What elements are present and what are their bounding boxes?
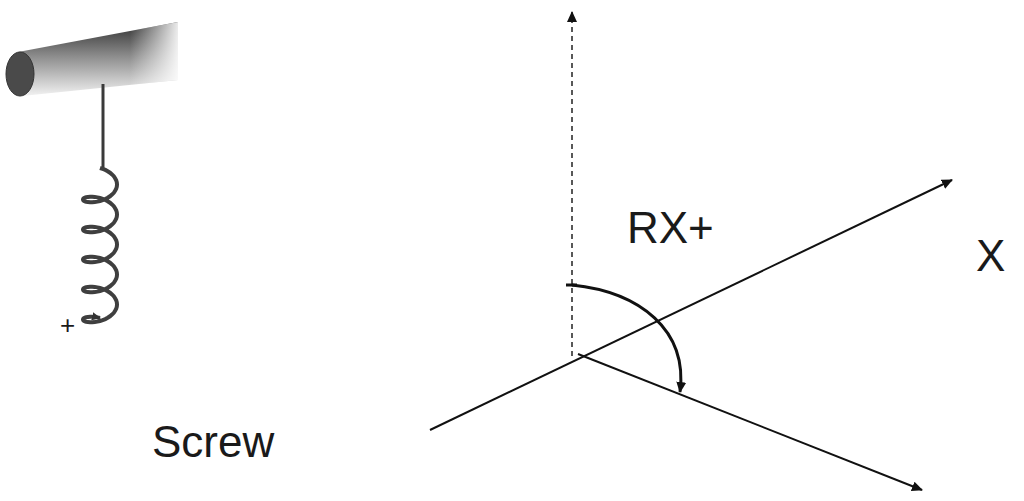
axis-label: X	[976, 234, 1005, 278]
rotation-arc	[572, 285, 681, 392]
coil-winding	[83, 168, 117, 322]
sign-label: +	[60, 312, 75, 338]
screw-shaft	[102, 84, 105, 168]
x-axis	[430, 180, 952, 430]
screw-handle	[6, 22, 178, 96]
caption-label: Screw	[152, 420, 274, 464]
rotated-axis	[578, 354, 922, 490]
rotation-label: RX+	[627, 206, 714, 250]
screw-coil	[83, 168, 117, 322]
vertical-axis	[571, 12, 573, 356]
